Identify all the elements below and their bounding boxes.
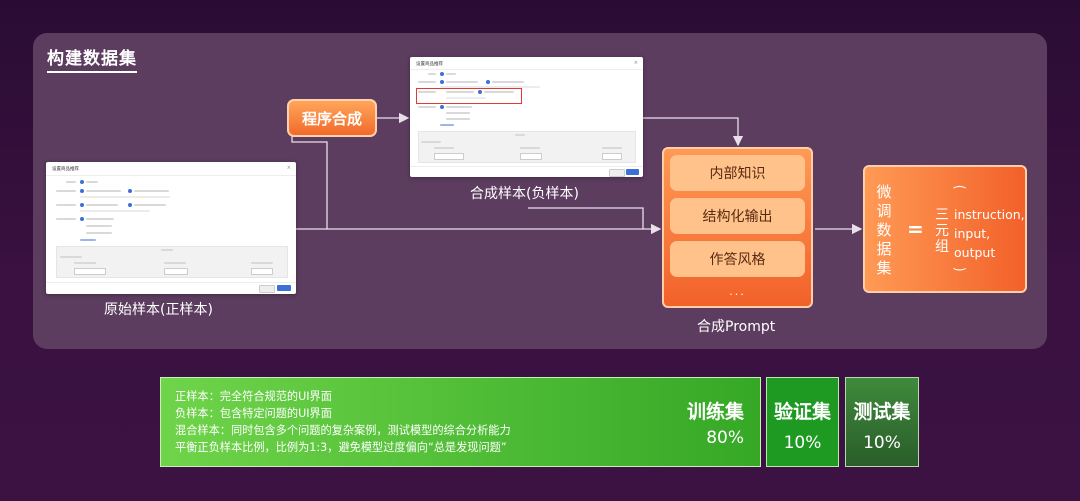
field-output: output <box>954 245 996 260</box>
synthetic-sample-screenshot: 设置商品推荐 × <box>410 57 643 177</box>
close-icon: × <box>633 60 638 66</box>
test-set-box: 测试集 10% <box>845 377 919 467</box>
test-set-name: 测试集 <box>853 401 911 423</box>
desc-mixed: 混合样本：同时包含多个问题的复杂案例，测试模型的综合分析能力 <box>175 424 511 437</box>
prompt-item-internal-knowledge: 内部知识 <box>670 155 805 191</box>
original-sample-screenshot: 设置商品推荐 × <box>46 162 296 294</box>
validation-set-name: 验证集 <box>773 401 831 423</box>
field-instruction: instruction, <box>954 207 1025 222</box>
prompt-item-answer-style: 作答风格 <box>670 241 805 277</box>
synthetic-sample-caption: 合成样本(负样本) <box>470 186 579 202</box>
problem-highlight <box>416 88 522 104</box>
validation-set-box: 验证集 10% <box>766 377 839 467</box>
equals-sign: = <box>907 217 924 241</box>
finetune-dataset-label: 微调数据集 <box>876 183 892 277</box>
triple-fields: instruction, input, output <box>954 205 1025 262</box>
close-icon: × <box>286 165 291 171</box>
sample-descriptions: 正样本：完全符合规范的UI界面 负样本：包含特定问题的UI界面 混合样本：同时包… <box>175 388 511 456</box>
prompt-ellipsis: ... <box>729 285 746 298</box>
train-set-percent: 80% <box>706 428 744 448</box>
section-title: 构建数据集 <box>47 44 137 73</box>
test-set-percent: 10% <box>863 433 901 453</box>
train-set-box: 正样本：完全符合规范的UI界面 负样本：包含特定问题的UI界面 混合样本：同时包… <box>160 377 761 467</box>
brace-top-icon: ⁀ <box>954 187 966 203</box>
original-sample-caption: 原始样本(正样本) <box>104 302 213 318</box>
finetune-dataset-box: 微调数据集 = 三元组 ⁀ instruction, input, output… <box>863 165 1027 293</box>
validation-set-percent: 10% <box>783 433 822 453</box>
field-input: input, <box>954 226 991 241</box>
desc-balance: 平衡正负样本比例，比例为1:3，避免模型过度偏向“总是发现问题” <box>175 441 507 454</box>
desc-positive: 正样本：完全符合规范的UI界面 <box>175 390 332 403</box>
prompt-caption: 合成Prompt <box>697 319 776 335</box>
synthesis-prompt-box: 内部知识 结构化输出 作答风格 ... <box>662 147 813 308</box>
triple-label: 三元组 <box>935 207 949 255</box>
dialog-title: 设置商品推荐 <box>52 167 79 172</box>
brace-bottom-icon: ‿ <box>954 255 966 271</box>
prompt-item-structured-output: 结构化输出 <box>670 198 805 234</box>
desc-negative: 负样本：包含特定问题的UI界面 <box>175 407 332 420</box>
program-synthesis-node: 程序合成 <box>287 99 377 137</box>
dialog-title: 设置商品推荐 <box>416 62 443 67</box>
train-set-name: 训练集 <box>686 401 744 423</box>
